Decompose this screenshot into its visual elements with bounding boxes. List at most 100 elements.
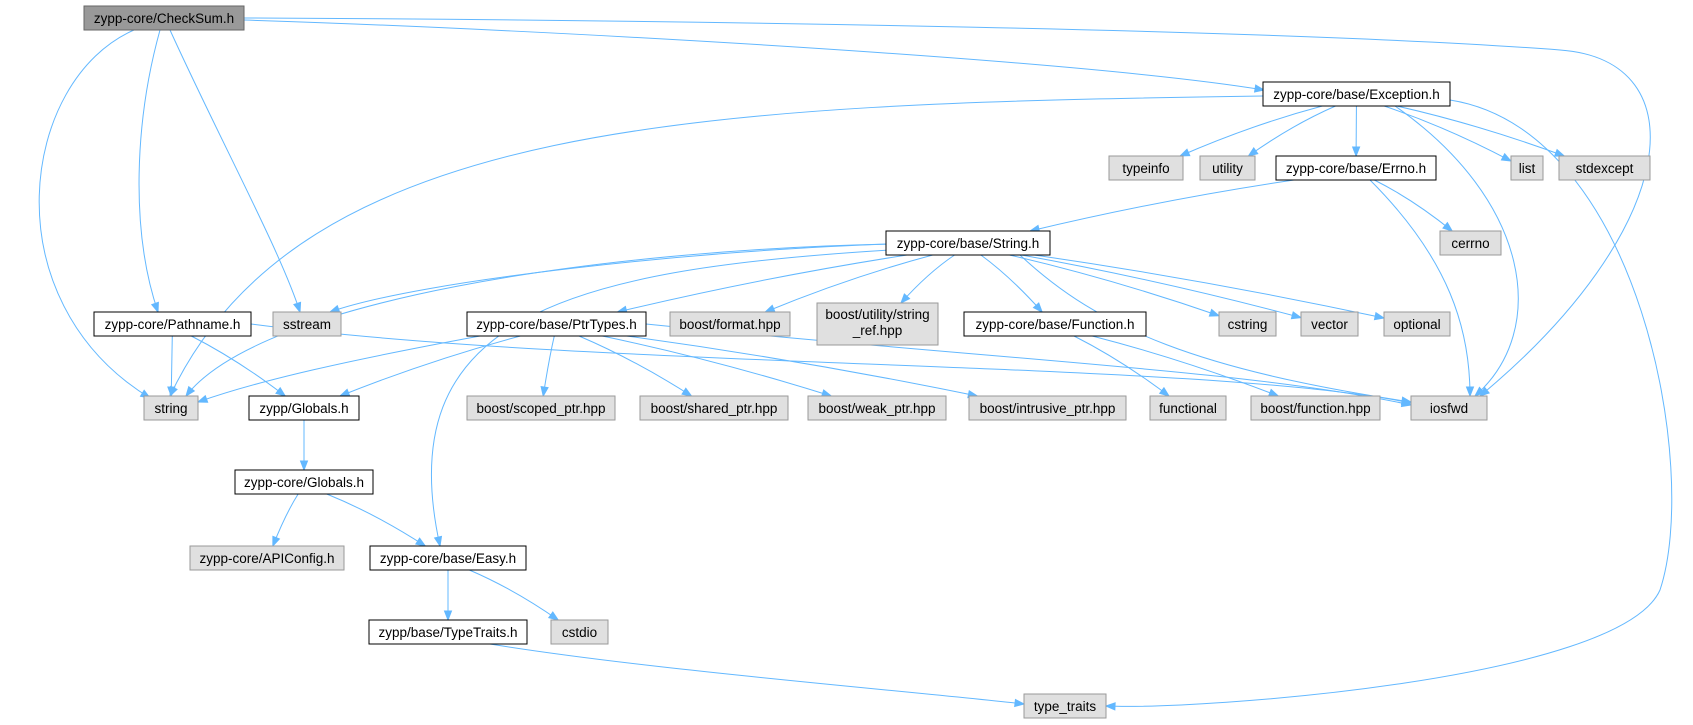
- edge-exception-to-errno: [1351, 105, 1361, 158]
- node-function_h[interactable]: zypp-core/base/Function.h: [963, 311, 1147, 337]
- node-label: iosfwd: [1430, 401, 1468, 416]
- arrowhead-icon: [1473, 386, 1485, 397]
- node-weakptr: boost/weak_ptr.hpp: [807, 395, 947, 421]
- edge-function_h-to-boostfunction: [1092, 335, 1280, 397]
- edge-pathname-to-string: [167, 335, 176, 398]
- arrowhead-icon: [900, 293, 911, 305]
- arrowhead-icon: [299, 460, 309, 472]
- node-label: vector: [1311, 317, 1348, 332]
- edge-string_h-to-boostformat: [763, 254, 933, 313]
- edge-errno-to-string_h: [1028, 179, 1294, 233]
- node-label: type_traits: [1034, 699, 1097, 714]
- edge-string_h-to-sstream: [328, 243, 891, 313]
- edge-errno-to-iosfwd: [1369, 179, 1475, 398]
- edge-line: [1383, 105, 1512, 162]
- edge-string_h-to-boostutility: [900, 254, 955, 305]
- arrowhead-icon: [196, 394, 209, 403]
- node-label: zypp-core/base/Function.h: [975, 317, 1134, 332]
- node-label: string: [154, 401, 187, 416]
- edge-line: [578, 335, 692, 397]
- node-zyppglobals[interactable]: zypp/Globals.h: [248, 395, 360, 421]
- node-label: zypp-core/base/String.h: [897, 236, 1040, 251]
- arrowhead-icon: [1208, 308, 1221, 317]
- node-box: [1410, 395, 1488, 421]
- node-functional: functional: [1149, 395, 1227, 421]
- node-label: cerrno: [1451, 236, 1489, 251]
- arrowhead-icon: [1442, 221, 1454, 232]
- edge-string_h-to-function_h: [980, 254, 1044, 314]
- node-string: string: [143, 395, 199, 421]
- edge-checksum-to-string: [38, 29, 152, 399]
- edge-line: [197, 335, 481, 403]
- node-label: boost/format.hpp: [679, 317, 780, 332]
- node-label: typeinfo: [1122, 161, 1169, 176]
- arrowhead-icon: [1253, 84, 1266, 93]
- arrowhead-icon: [433, 535, 443, 548]
- node-label: stdexcept: [1576, 161, 1634, 176]
- arrowhead-icon: [328, 304, 341, 313]
- node-box: [963, 311, 1147, 337]
- node-label: boost/function.hpp: [1260, 401, 1370, 416]
- arrowhead-icon: [1553, 148, 1566, 157]
- node-pathname[interactable]: zypp-core/Pathname.h: [93, 311, 252, 337]
- node-label: zypp-core/Globals.h: [244, 475, 364, 490]
- node-exception[interactable]: zypp-core/base/Exception.h: [1262, 81, 1451, 107]
- edge-line: [243, 19, 1265, 91]
- edge-line: [1021, 254, 1302, 319]
- node-box: [1218, 311, 1277, 337]
- node-box: [1510, 155, 1544, 181]
- edge-line: [980, 254, 1043, 313]
- node-apiconfig: zypp-core/APIConfig.h: [189, 545, 345, 571]
- edge-line: [169, 95, 1264, 397]
- node-errno[interactable]: zypp-core/base/Errno.h: [1275, 155, 1437, 181]
- node-label: zypp-core/CheckSum.h: [94, 11, 234, 26]
- node-box: [1439, 230, 1502, 256]
- edge-ptrtypes-to-iosfwd: [645, 323, 1413, 408]
- node-stdexcept: stdexcept: [1558, 155, 1651, 181]
- edge-checksum-to-pathname: [138, 29, 161, 314]
- node-label: zypp/Globals.h: [259, 401, 348, 416]
- node-boostformat: boost/format.hpp: [669, 311, 791, 337]
- arrowhead-icon: [1158, 386, 1171, 397]
- node-coreglobals[interactable]: zypp-core/Globals.h: [234, 469, 374, 495]
- edge-exception-to-string: [169, 95, 1264, 398]
- node-box: [248, 395, 360, 421]
- edge-easy-to-cstdio: [469, 569, 560, 621]
- arrowhead-icon: [414, 537, 427, 547]
- node-label: zypp-core/base/Errno.h: [1286, 161, 1426, 176]
- edge-exception-to-typeinfo: [1178, 105, 1323, 157]
- edge-line: [1034, 254, 1385, 319]
- node-box: [669, 311, 791, 337]
- node-string_h[interactable]: zypp-core/base/String.h: [885, 230, 1051, 256]
- node-type_traits: type_traits: [1023, 693, 1107, 719]
- edge-line: [1396, 105, 1565, 157]
- node-box: [189, 545, 345, 571]
- arrowhead-icon: [293, 301, 302, 314]
- node-checksum[interactable]: zypp-core/CheckSum.h: [83, 5, 245, 31]
- arrowhead-icon: [1373, 311, 1386, 321]
- node-label: boost/shared_ptr.hpp: [651, 401, 778, 416]
- edge-line: [1374, 179, 1453, 232]
- node-box: [816, 302, 939, 346]
- edge-string_h-to-optional: [1034, 254, 1386, 321]
- node-easy[interactable]: zypp-core/base/Easy.h: [369, 545, 527, 571]
- node-box: [550, 619, 609, 645]
- node-ptrtypes[interactable]: zypp-core/base/PtrTypes.h: [466, 311, 647, 337]
- edge-line: [329, 243, 891, 313]
- edge-string_h-to-string: [185, 243, 891, 398]
- arrowhead-icon: [1500, 152, 1513, 162]
- edge-line: [326, 493, 426, 547]
- node-box: [885, 230, 1051, 256]
- edge-line: [1092, 335, 1279, 397]
- edge-exception-to-stdexcept: [1396, 105, 1566, 157]
- edge-ptrtypes-to-sharedptr: [578, 335, 693, 397]
- node-label: boost/scoped_ptr.hpp: [476, 401, 605, 416]
- node-typetraits_h[interactable]: zypp/base/TypeTraits.h: [368, 619, 528, 645]
- arrowhead-icon: [1014, 698, 1026, 708]
- arrowhead-icon: [338, 388, 351, 397]
- node-sharedptr: boost/shared_ptr.hpp: [639, 395, 789, 421]
- edge-coreglobals-to-easy: [326, 493, 427, 547]
- node-box: [1199, 155, 1256, 181]
- arrowhead-icon: [1104, 702, 1116, 711]
